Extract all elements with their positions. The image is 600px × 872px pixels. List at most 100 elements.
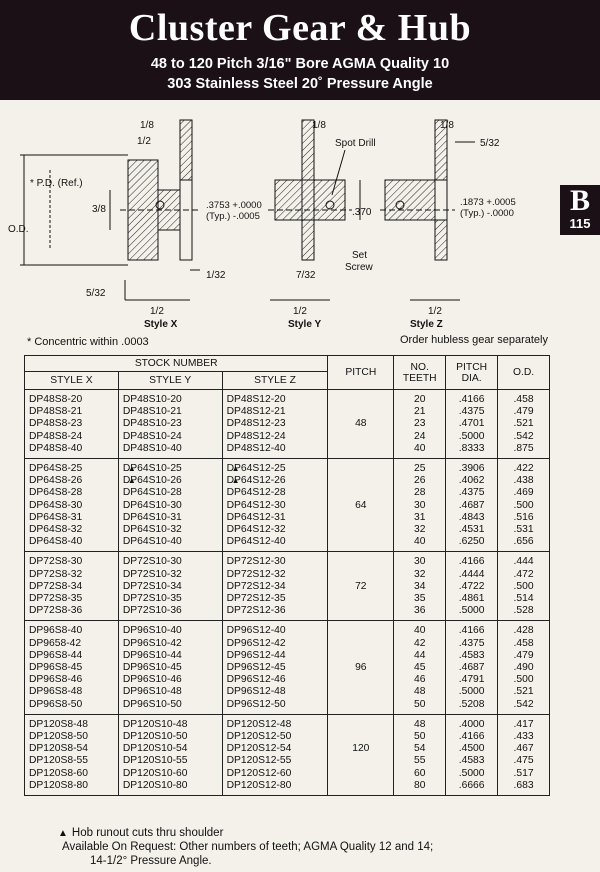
pitch-cell-text: 96 xyxy=(355,662,367,674)
pitch-dia-cell: .5000 xyxy=(445,686,499,699)
style-z-cell: DP72S12-32 xyxy=(221,568,329,581)
teeth-cell: 40 xyxy=(393,620,447,638)
od-cell: .479 xyxy=(497,406,550,419)
style-y-cell-text: DP96S10-44 xyxy=(122,649,182,661)
pitch-cell xyxy=(327,406,395,419)
style-y-cell-text: DP120S10-60 xyxy=(122,767,188,779)
teeth-cell-text: 31 xyxy=(413,511,426,523)
style-x-cell-text: DP72S8-32 xyxy=(29,568,83,580)
style-x-cell: DP120S8-50 xyxy=(24,731,119,744)
teeth-cell: 32 xyxy=(393,524,447,537)
dim-y-screw: Screw xyxy=(345,262,374,273)
dim-y-1-2: 1/2 xyxy=(293,306,307,317)
style-z-header: STYLE Z xyxy=(221,371,329,390)
pitch-cell xyxy=(327,755,395,768)
style-y-cell-text: DP120S10-50 xyxy=(122,731,188,743)
style-y-cell-text: DP64S10-40 xyxy=(122,536,182,548)
pitch-dia-cell-text: .6250 xyxy=(458,536,485,548)
style-z-cell: ▲DP64S12-25 xyxy=(221,458,329,476)
style-y-cell: DP96S10-45 xyxy=(117,662,223,675)
pitch-dia-cell: .4791 xyxy=(445,674,499,687)
pitch-dia-cell: .4166 xyxy=(445,620,499,638)
pitch-dia-cell-text: .4843 xyxy=(458,511,485,523)
style-x-cell: DP96S8-40 xyxy=(24,620,119,638)
style-x-cell-text: DP72S8-36 xyxy=(29,605,83,617)
page-title: Cluster Gear & Hub xyxy=(128,7,472,49)
style-y-cell-text: DP96S10-50 xyxy=(122,698,182,710)
od-cell-text: .531 xyxy=(513,524,534,536)
style-z-cell: DP48S12-40 xyxy=(221,442,329,460)
teeth-cell: 80 xyxy=(393,779,447,797)
pitch-cell xyxy=(327,487,395,500)
style-x-cell: DP64S8-30 xyxy=(24,499,119,512)
teeth-cell-text: 28 xyxy=(413,487,426,499)
hob-note-text: Hob runout cuts thru shoulder xyxy=(71,827,224,839)
style-y-cell: DP120S10-54 xyxy=(117,743,223,756)
od-cell: .528 xyxy=(497,605,550,622)
hob-triangle-icon: ▲ xyxy=(231,476,240,486)
pitch-cell: 120 xyxy=(327,743,395,756)
style-z-cell-text: DP72S12-34 xyxy=(226,580,286,592)
pitch-cell xyxy=(327,767,395,780)
pitch-dia-cell: .3906 xyxy=(445,458,499,476)
teeth-cell: 48 xyxy=(393,714,447,732)
dim-x-1-8: 1/8 xyxy=(140,120,154,131)
style-y-header: STYLE Y xyxy=(117,371,223,390)
style-x-cell: DP120S8-80 xyxy=(24,779,119,797)
style-y-cell: DP48S10-20 xyxy=(117,389,223,407)
teeth-cell-text: 21 xyxy=(413,406,426,418)
style-x-cell: DP72S8-34 xyxy=(24,580,119,594)
pitch-dia-header: PITCH DIA. xyxy=(445,355,499,390)
pitch-cell xyxy=(327,458,395,476)
pitch-cell xyxy=(327,731,395,744)
pitch-dia-cell-text: .8333 xyxy=(458,442,485,454)
pitch-dia-cell: .4375 xyxy=(445,637,499,650)
od-cell-text: .467 xyxy=(513,743,534,755)
style-x-cell: DP48S8-21 xyxy=(24,406,119,419)
od-cell-text: .469 xyxy=(513,487,534,499)
style-y-cell-text: DP48S10-20 xyxy=(122,394,182,405)
pitch-dia-cell: .4722 xyxy=(445,580,499,594)
od-cell-text: .521 xyxy=(513,686,534,698)
style-x-drawing xyxy=(20,119,200,301)
dim-z-1-8: 1/8 xyxy=(440,120,454,131)
style-y-cell: ▲DP64S10-25 xyxy=(117,458,223,476)
pitch-cell xyxy=(327,511,395,525)
od-cell: .875 xyxy=(497,442,550,460)
style-z-cell-text: DP96S12-42 xyxy=(226,637,286,649)
style-y-cell: DP120S10-60 xyxy=(117,767,223,780)
style-x-cell: DP48S8-20 xyxy=(24,389,119,407)
style-x-cell-text: DP96S8-40 xyxy=(29,625,83,637)
pitch-dia-cell: .5000 xyxy=(445,430,499,443)
page-number: 115 xyxy=(569,216,591,231)
style-z-cell: DP72S12-30 xyxy=(221,551,329,569)
teeth-cell: 20 xyxy=(393,389,447,407)
pitch-dia-cell: .4500 xyxy=(445,743,499,756)
pitch-dia-cell-text: .4166 xyxy=(458,731,485,743)
dim-y-set: Set xyxy=(352,250,367,261)
style-z-cell: DP120S12-48 xyxy=(221,714,329,732)
teeth-cell: 35 xyxy=(393,593,447,606)
style-z-cell: DP96S12-42 xyxy=(221,637,329,650)
style-z-cell: DP64S12-32 xyxy=(221,524,329,537)
style-y-cell-text: DP48S10-21 xyxy=(122,406,182,418)
style-y-cell-text: DP72S10-36 xyxy=(122,605,182,617)
style-y-cell-text: DP64S10-31 xyxy=(122,511,182,523)
concentric-note: * Concentric within .0003 xyxy=(27,336,149,348)
pitch-cell: 96 xyxy=(327,662,395,675)
style-y-cell-text: DP64S10-32 xyxy=(122,524,182,536)
pitch-dia-cell: .4687 xyxy=(445,662,499,675)
od-cell: .458 xyxy=(497,389,550,407)
style-x-cell: DP64S8-31 xyxy=(24,511,119,525)
style-y-cell-text: DP120S10-54 xyxy=(122,743,188,755)
pitch-cell xyxy=(327,568,395,581)
pitch-dia-cell: .5208 xyxy=(445,698,499,715)
style-x-cell-text: DP48S8-24 xyxy=(29,430,83,442)
